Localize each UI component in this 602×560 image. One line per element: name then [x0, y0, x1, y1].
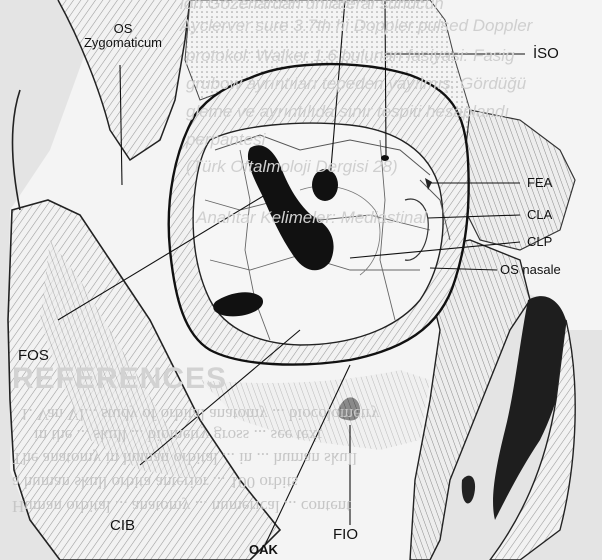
label-os-zygomaticum-line1: OS: [78, 22, 168, 36]
bg-line-6: perpantesi: [186, 130, 265, 150]
bg-ref-2: in the ... skull ... biometry gross ... …: [34, 425, 322, 445]
label-os-zygomaticum-line2: Zygomaticum: [78, 36, 168, 50]
bg-line-1: ion Gozenardan unilateral sunucun: [180, 0, 444, 14]
bg-ref-5: Human orbital ... anatomy ... numerical …: [12, 496, 351, 516]
bg-line-8: Anahtar Kelimeler: Mediastinal: [196, 208, 427, 228]
bg-line-2: Ayclerver sure 3.7th hi Doppler pulsed D…: [180, 16, 532, 36]
bg-ref-1: 1. Van Vl... study of orbital anatomy ..…: [20, 404, 380, 424]
label-cla: CLA: [527, 208, 552, 222]
label-os-nasale: OS nasale: [500, 263, 561, 277]
label-clp: CLP: [527, 235, 552, 249]
bg-ref-3: The anatomy in human orbital ... in ... …: [12, 448, 357, 468]
bg-heading: REFERENCES: [12, 362, 227, 396]
label-fos: FOS: [18, 348, 49, 365]
label-cib: CIB: [110, 518, 135, 535]
bg-line-4: grubow ayrıntıları tepeden yayılmış. Gör…: [186, 74, 526, 94]
label-fio: FIO: [333, 527, 358, 544]
label-iso: İSO: [533, 46, 559, 63]
bg-line-7: (Türk Oftalmoloji Dergisi 28): [186, 157, 398, 177]
bg-line-3: protokol: Walker 1.6 bulunan fasiyasi: F…: [186, 46, 515, 66]
label-fea: FEA: [527, 176, 552, 190]
bg-line-5: gleme ve ayrıntılıda sınır tespiti hesap…: [186, 102, 509, 122]
bg-ref-4: a human skull orbita anterior ... 100 or…: [12, 472, 298, 492]
label-os-zygomaticum: OS Zygomaticum: [78, 22, 168, 51]
label-oak: OAK: [249, 543, 278, 557]
